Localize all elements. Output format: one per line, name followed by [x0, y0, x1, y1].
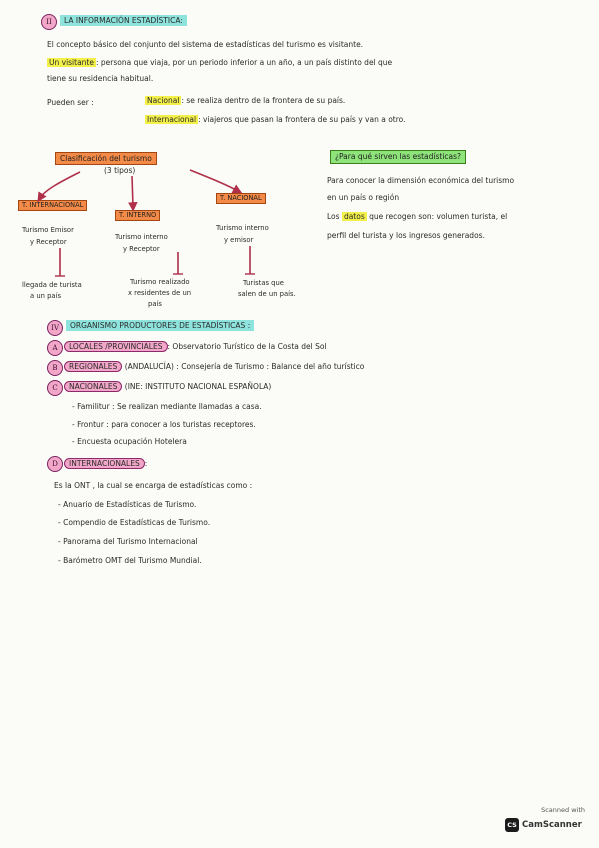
item-b-badge: B [47, 360, 63, 376]
type-note-interno-2: x residentes de un [128, 289, 192, 297]
pueden-ser-label: Pueden ser : [47, 98, 94, 107]
type-desc-nacional-2: y emisor [224, 236, 254, 244]
estadisticas-answer-3: Los datos que recogen son: volumen turis… [327, 212, 508, 221]
estadisticas-question: ¿Para qué sirven las estadísticas? [330, 150, 467, 164]
camscanner-watermark: Scanned with CS CamScanner [505, 806, 585, 838]
item-b-label: REGIONALES [64, 361, 123, 372]
camscanner-name: CamScanner [522, 820, 582, 830]
nacionales-list-0: - Familitur : Se realizan mediante llama… [72, 402, 262, 411]
section-iv-badge: IV [47, 320, 63, 336]
arrow-to-nacional [189, 169, 243, 194]
item-c-row: NACIONALES (INE: INSTITUTO NACIONAL ESPA… [64, 381, 271, 392]
type-note-nacional-1: Turistas que [243, 279, 284, 287]
ont-list-2: - Panorama del Turismo Internacional [58, 537, 198, 546]
ont-list-0: - Anuario de Estadísticas de Turismo. [58, 500, 197, 509]
item-a-label: LOCALES /PROVINCIALES [64, 341, 168, 352]
type-desc-interno-2: y Receptor [123, 245, 160, 253]
type-note-interno-1: Turismo realizado [130, 278, 190, 286]
nacionales-list-2: - Encuesta ocupación Hotelera [72, 437, 187, 446]
ont-list-1: - Compendio de Estadísticas de Turismo. [58, 518, 211, 527]
item-b-row: REGIONALES (ANDALUCÍA) : Consejería de T… [64, 361, 364, 372]
type-desc-internacional-2: y Receptor [30, 238, 67, 246]
type-desc-interno-1: Turismo interno [115, 233, 168, 241]
item-a-badge: A [47, 340, 63, 356]
intro-text: El concepto básico del conjunto del sist… [47, 40, 364, 49]
camscanner-logo-icon: CS [505, 818, 519, 832]
type-box-nacional: T. NACIONAL [216, 193, 266, 204]
nacional-term: Nacional [145, 96, 182, 105]
item-d-row: INTERNACIONALES: [64, 458, 147, 469]
classification-subtitle: (3 tipos) [104, 166, 136, 175]
section-number-badge: II [41, 14, 57, 30]
ont-list-3: - Barómetro OMT del Turismo Mundial. [58, 556, 202, 565]
section-title: LA INFORMACIÓN ESTADÍSTICA: [60, 15, 187, 26]
visitante-term: Un visitante [47, 58, 96, 67]
arrow-to-interno [128, 175, 138, 212]
nacional-row: Nacional: se realiza dentro de la fronte… [145, 96, 346, 105]
nacionales-list-1: - Frontur : para conocer a los turistas … [72, 420, 256, 429]
type-note-internacional-1: llegada de turista [22, 281, 82, 289]
estadisticas-answer-4: perfil del turista y los ingresos genera… [327, 231, 485, 240]
internacional-row: Internacional: viajeros que pasan la fro… [145, 115, 406, 124]
item-d-badge: D [47, 456, 63, 472]
estadisticas-answer-1: Para conocer la dimensión económica del … [327, 176, 515, 185]
visitante-definition-cont: tiene su residencia habitual. [47, 74, 154, 83]
type-note-nacional-2: salen de un país. [238, 290, 296, 298]
type-desc-internacional-1: Turismo Emisor [22, 226, 74, 234]
item-a-row: LOCALES /PROVINCIALES: Observatorio Turí… [64, 341, 327, 352]
visitante-definition: Un visitante: persona que viaja, por un … [47, 58, 393, 67]
type-box-internacional: T. INTERNACIONAL [18, 200, 88, 211]
item-c-badge: C [47, 380, 63, 396]
type-desc-nacional-1: Turismo interno [216, 224, 269, 232]
type-note-internacional-2: a un país [30, 292, 62, 300]
datos-word: datos [341, 212, 367, 221]
scanned-with-text: Scanned with [541, 806, 585, 814]
item-c-label: NACIONALES [64, 381, 123, 392]
classification-title: Clasificación del turismo [55, 152, 157, 165]
ont-intro: Es la ONT , la cual se encarga de estadí… [54, 481, 253, 490]
section-iv-title: ORGANISMO PRODUCTORES DE ESTADÍSTICAS : [66, 320, 255, 331]
internacional-term: Internacional [145, 115, 199, 124]
estadisticas-answer-2: en un país o región [327, 193, 400, 202]
item-d-label: INTERNACIONALES [64, 458, 145, 469]
arrow-to-internacional [37, 171, 81, 203]
type-note-interno-3: país [148, 300, 162, 308]
